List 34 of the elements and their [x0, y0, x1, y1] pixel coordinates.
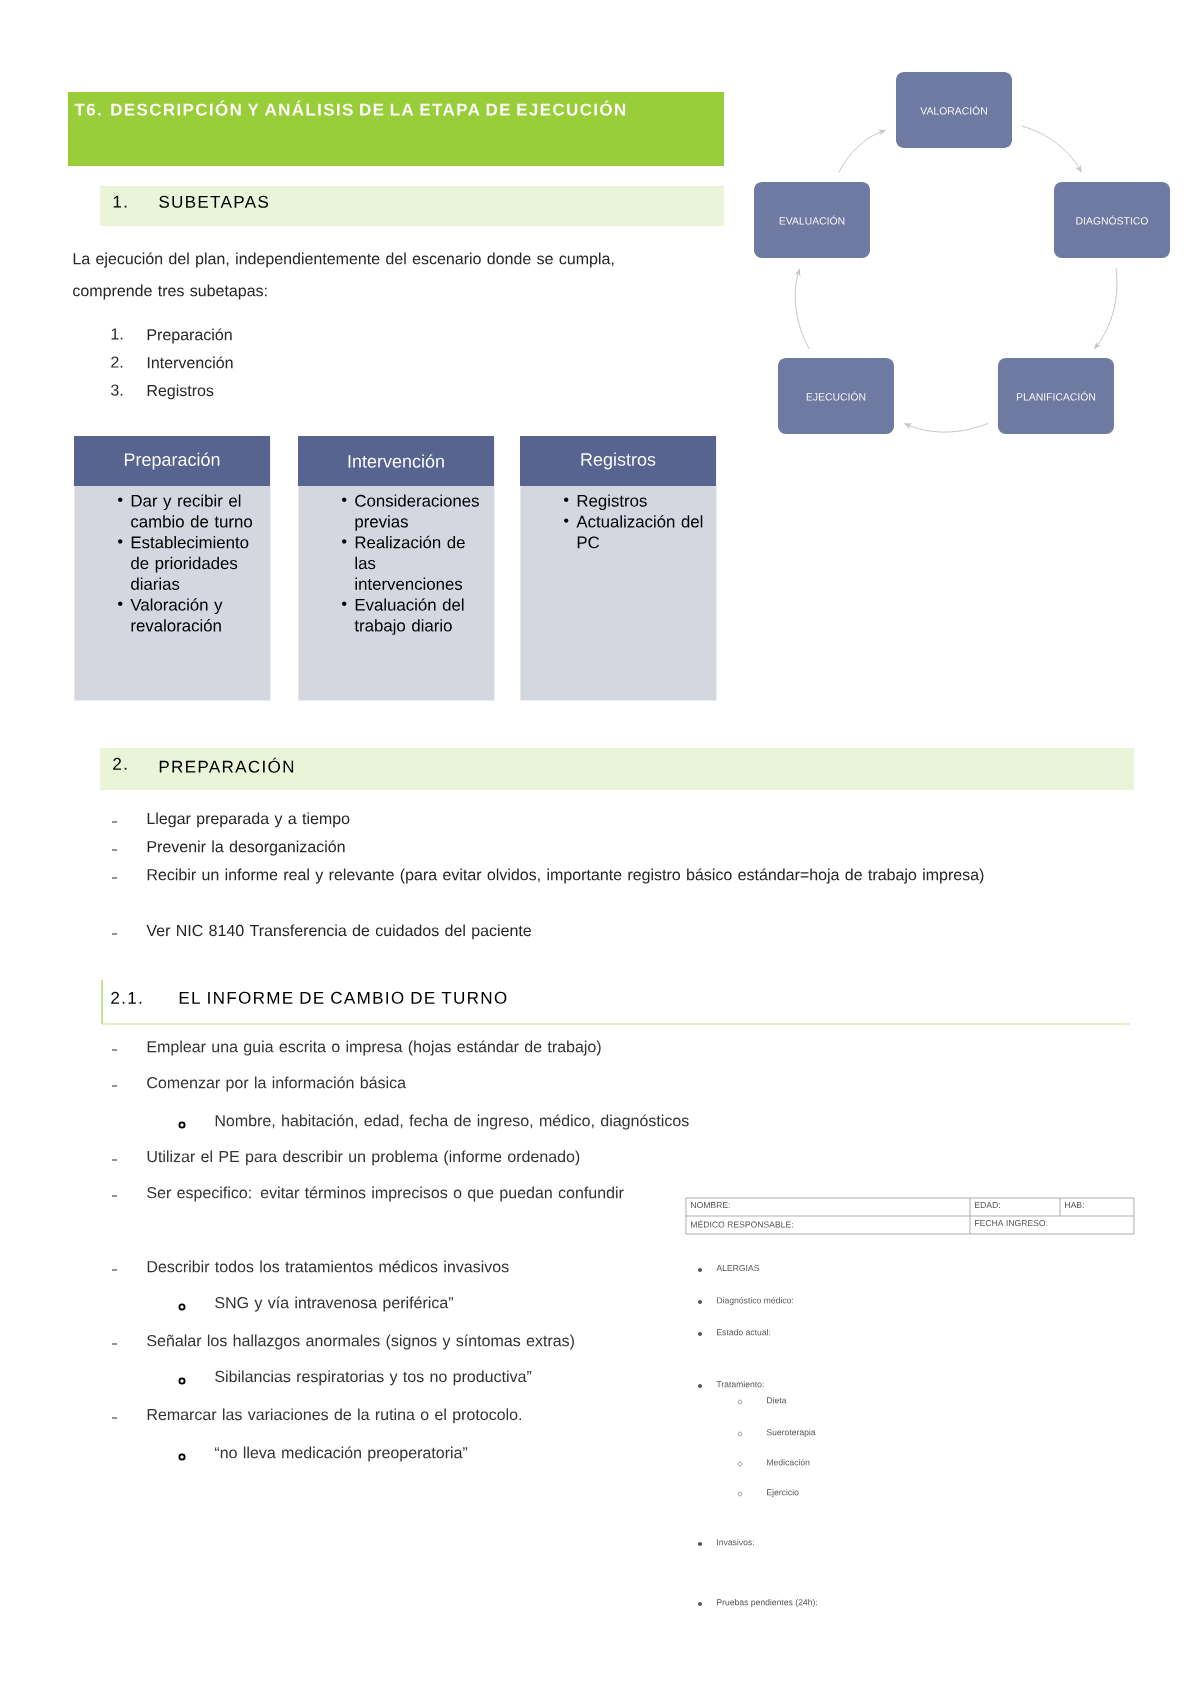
cycle-arrow [1021, 125, 1082, 173]
list-item: Nombre, habitación, edad, fecha de ingreso, médico, diagnósticos [215, 1114, 689, 1130]
cycle-arrow [904, 422, 989, 433]
list-item: Recibir un informe real y relevante (para evitar olvidos, importante registro básico estándar=hoja de trabajo impresa) [147, 868, 984, 884]
list-item: Ser especifico: evitar términos imprecisos o que puedan confundir [147, 1186, 624, 1202]
list-item: Sibilancias respiratorias y tos no productiva” [215, 1370, 532, 1386]
list-item: 2. [111, 356, 123, 368]
list-item: Describir todos los tratamientos médicos invasivos [147, 1260, 509, 1273]
list-item: 1. [111, 328, 123, 340]
list-item: Ver NIC 8140 Transferencia de cuidados del paciente [146, 924, 531, 940]
list-item: 3. [111, 384, 123, 396]
section-heading: 2. PREPARACIÓN [100, 748, 1134, 790]
cycle-arrow [794, 268, 810, 350]
list-item: Registros [147, 384, 214, 400]
list-item: Llegar preparada y a tiempo [147, 812, 350, 828]
cycle-arrow [838, 129, 886, 174]
list-item: SNG y vía intravenosa periférica” [215, 1296, 453, 1312]
list-item: Preparación [147, 328, 232, 344]
list-item: Comenzar por la información básica [147, 1076, 406, 1092]
list-item: Intervención [147, 356, 233, 369]
summary-card: Preparación Dar y recibir el cambio de turno Establecimiento de prioridades diarias Valoración y revaloración [74, 436, 271, 701]
list-item: Prevenir la desorganización [147, 840, 345, 856]
summary-card: Registros Registros Actualización del PC [520, 436, 717, 701]
paragraph: La ejecución del plan, independientemente del escenario donde se cumpla, comprende tres subetapas: [73, 252, 614, 300]
list-item: Señalar los hallazgos anormales (signos y síntomas extras) [147, 1334, 574, 1350]
section-heading: 2.1. EL INFORME DE CAMBIO DE TURNO [101, 979, 1131, 1025]
cycle-arrow [1094, 267, 1118, 350]
summary-card: Intervención Consideraciones previas Realización de las intervenciones Evaluación del trabajo diario [298, 436, 495, 701]
section-heading: 1. SUBETAPAS [100, 186, 724, 226]
list-item: Utilizar el PE para describir un problema (informe ordenado) [147, 1150, 580, 1166]
list-item: Remarcar las variaciones de la rutina o el protocolo. [147, 1408, 521, 1424]
list-item: “no lleva medicación preoperatoria” [215, 1446, 468, 1462]
list-item: Emplear una guia escrita o impresa (hojas estándar de trabajo) [147, 1040, 601, 1056]
title-banner: T6. DESCRIPCIÓN Y ANÁLISIS DE LA ETAPA DE EJECUCIÓN [68, 92, 724, 166]
